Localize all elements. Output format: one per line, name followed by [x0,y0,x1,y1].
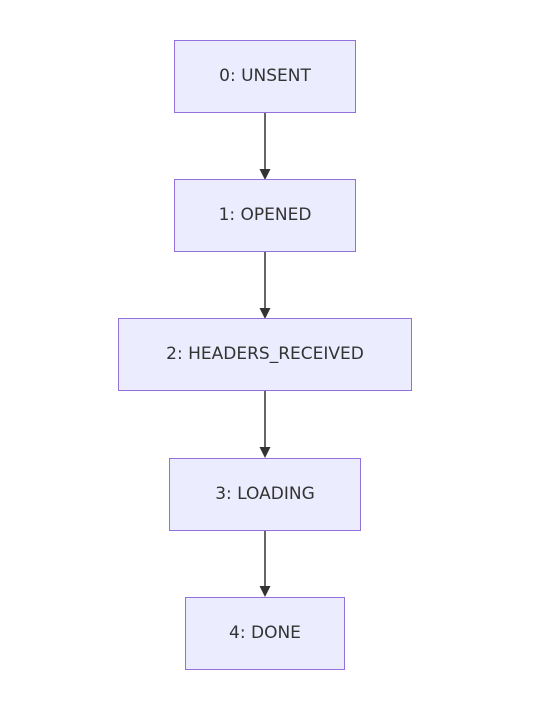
edge-headers-received-to-loading [259,390,271,458]
node-box [169,458,361,531]
node-box [185,597,345,670]
node-label: 4: DONE [229,623,301,643]
node-label: 3: LOADING [215,484,315,504]
node-box [174,40,356,113]
node-unsent: 0: UNSENT [174,40,356,113]
edge-opened-to-headers-received [259,251,271,319]
node-done: 4: DONE [185,597,345,670]
edge-unsent-to-opened [259,112,271,180]
node-box [174,179,356,252]
edges [259,112,271,597]
edge-loading-to-done [259,530,271,597]
node-box [118,318,412,391]
node-headers-received: 2: HEADERS_RECEIVED [118,318,412,391]
node-loading: 3: LOADING [169,458,361,531]
node-opened: 1: OPENED [174,179,356,252]
node-label: 0: UNSENT [219,66,311,86]
node-label: 2: HEADERS_RECEIVED [166,344,364,364]
node-label: 1: OPENED [219,205,312,225]
